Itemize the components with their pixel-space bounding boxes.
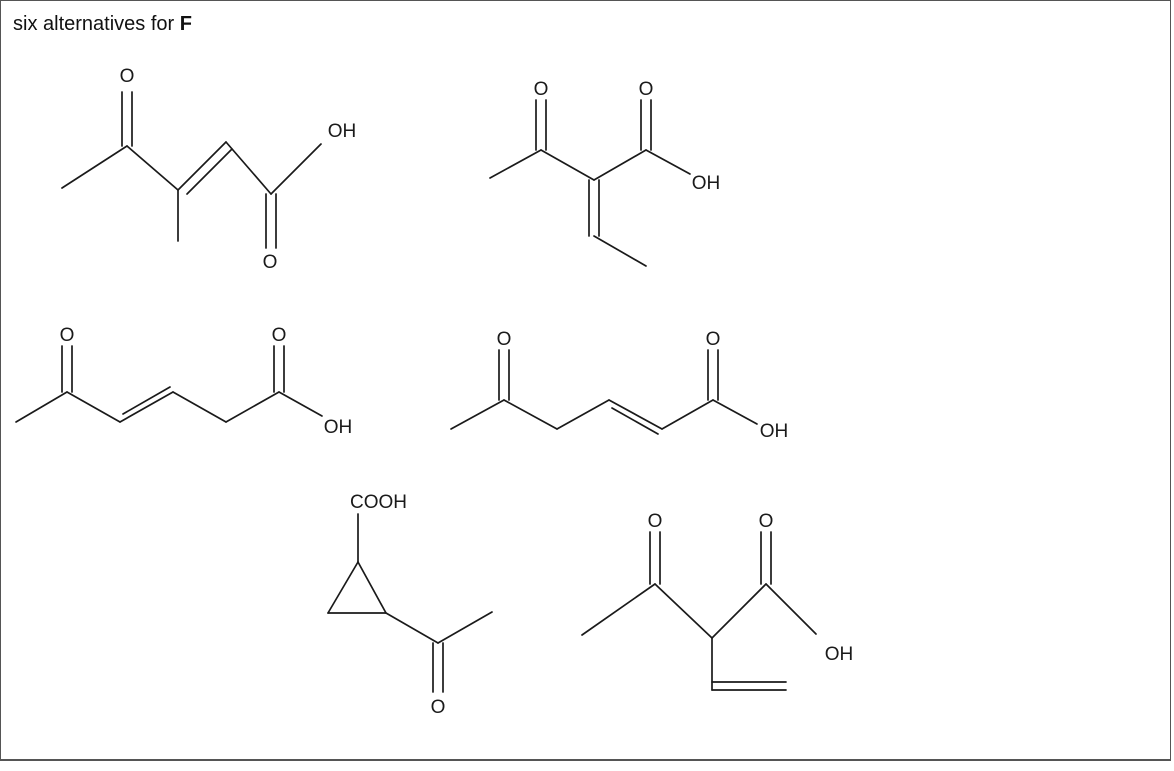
caption-text: six alternatives for xyxy=(13,13,180,35)
bond xyxy=(540,149,595,181)
oxygen-label: O xyxy=(497,329,512,350)
bond xyxy=(119,391,174,423)
oxygen-label: O xyxy=(648,511,663,532)
hydroxyl-label: OH xyxy=(760,421,789,442)
bond xyxy=(593,235,647,267)
structure-4: O O OH xyxy=(450,329,789,442)
bond xyxy=(765,583,817,635)
oxygen-label: O xyxy=(272,325,287,346)
bond xyxy=(556,399,610,430)
bond xyxy=(126,145,179,191)
bond xyxy=(645,149,691,175)
bond xyxy=(327,561,359,614)
oxygen-label: O xyxy=(263,252,278,273)
figure-caption: six alternatives for F xyxy=(13,13,192,36)
carboxyl-label: COOH xyxy=(350,492,407,513)
hydroxyl-label: OH xyxy=(825,644,854,665)
bond xyxy=(270,143,322,195)
oxygen-label: O xyxy=(120,66,135,87)
bond xyxy=(122,386,171,415)
bond xyxy=(172,391,227,423)
oxygen-label: O xyxy=(706,329,721,350)
bond xyxy=(608,399,663,430)
bond xyxy=(15,391,68,423)
hydroxyl-label: OH xyxy=(324,417,353,438)
bond xyxy=(186,148,233,195)
bond xyxy=(661,399,714,430)
structure-1: O OH O xyxy=(61,66,357,273)
hydroxyl-label: OH xyxy=(692,173,721,194)
bond xyxy=(593,149,647,181)
bond xyxy=(503,399,558,430)
bond xyxy=(225,141,272,195)
oxygen-label: O xyxy=(60,325,75,346)
bond xyxy=(711,583,767,639)
bond xyxy=(450,399,505,430)
bond xyxy=(61,145,128,189)
bond xyxy=(385,612,439,644)
hydroxyl-label: OH xyxy=(328,121,357,142)
oxygen-label: O xyxy=(759,511,774,532)
structure-5: COOH O xyxy=(327,492,493,718)
structure-2: O O OH xyxy=(489,79,721,267)
oxygen-label: O xyxy=(534,79,549,100)
structure-3: O O OH xyxy=(15,325,353,438)
bond xyxy=(66,391,121,423)
bond xyxy=(225,391,280,423)
bond xyxy=(611,407,659,435)
bond xyxy=(712,399,758,425)
bond xyxy=(177,141,227,191)
bond xyxy=(357,561,387,614)
oxygen-label: O xyxy=(431,697,446,718)
bond xyxy=(437,611,493,644)
bond xyxy=(489,149,542,179)
caption-emphasis: F xyxy=(179,13,192,35)
bond xyxy=(581,583,656,636)
structure-6: O O OH xyxy=(581,511,854,691)
oxygen-label: O xyxy=(639,79,654,100)
bond xyxy=(654,583,713,639)
bond xyxy=(278,391,323,417)
